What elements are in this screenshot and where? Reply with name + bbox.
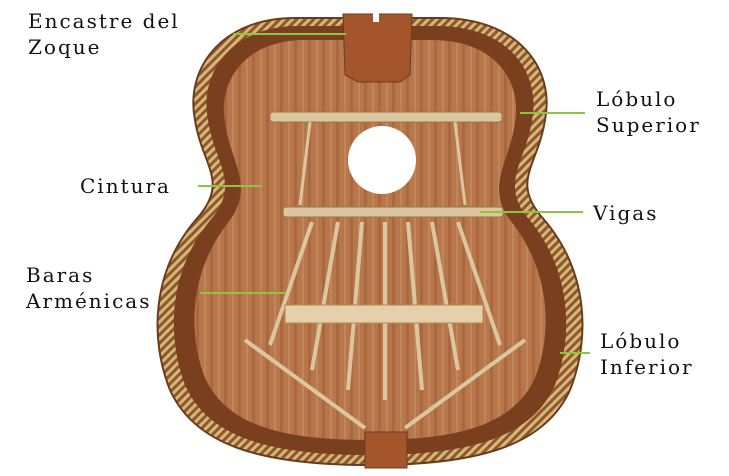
label-line: Inferior bbox=[600, 355, 694, 379]
label-line: Cintura bbox=[80, 174, 171, 198]
label-line: Lóbulo bbox=[600, 329, 682, 353]
label-line: Arménicas bbox=[26, 289, 152, 313]
fan-brace bbox=[430, 221, 460, 371]
label-line: Lóbulo bbox=[596, 87, 678, 111]
neck-block bbox=[342, 13, 413, 83]
label-lobulo-superior: Lóbulo Superior bbox=[596, 86, 701, 138]
label-vigas: Vigas bbox=[593, 200, 658, 226]
label-line: Encastre del bbox=[28, 9, 180, 33]
neck-block-slot bbox=[373, 10, 379, 22]
label-cintura: Cintura bbox=[80, 173, 171, 199]
label-line: Zoque bbox=[28, 35, 102, 59]
label-barras-armonicas: Baras Arménicas bbox=[26, 262, 151, 314]
guitar-soundboard bbox=[194, 40, 546, 440]
tail-block bbox=[364, 431, 408, 469]
closing-strut bbox=[243, 338, 367, 430]
closing-strut bbox=[403, 338, 527, 430]
label-lobulo-inferior: Lóbulo Inferior bbox=[600, 328, 694, 380]
upper-brace bbox=[269, 111, 503, 123]
label-line: Superior bbox=[596, 113, 701, 137]
fan-brace bbox=[310, 221, 340, 371]
lower-brace bbox=[282, 206, 504, 218]
label-line: Baras bbox=[26, 263, 95, 287]
fan-brace bbox=[268, 221, 314, 346]
upper-strut bbox=[298, 121, 312, 206]
fan-brace bbox=[456, 221, 502, 346]
bridge-plate bbox=[284, 304, 484, 324]
label-line: Vigas bbox=[593, 201, 659, 225]
label-encastre-del-zoque: Encastre del Zoque bbox=[28, 8, 180, 60]
soundhole bbox=[348, 126, 416, 194]
upper-strut bbox=[453, 121, 467, 206]
